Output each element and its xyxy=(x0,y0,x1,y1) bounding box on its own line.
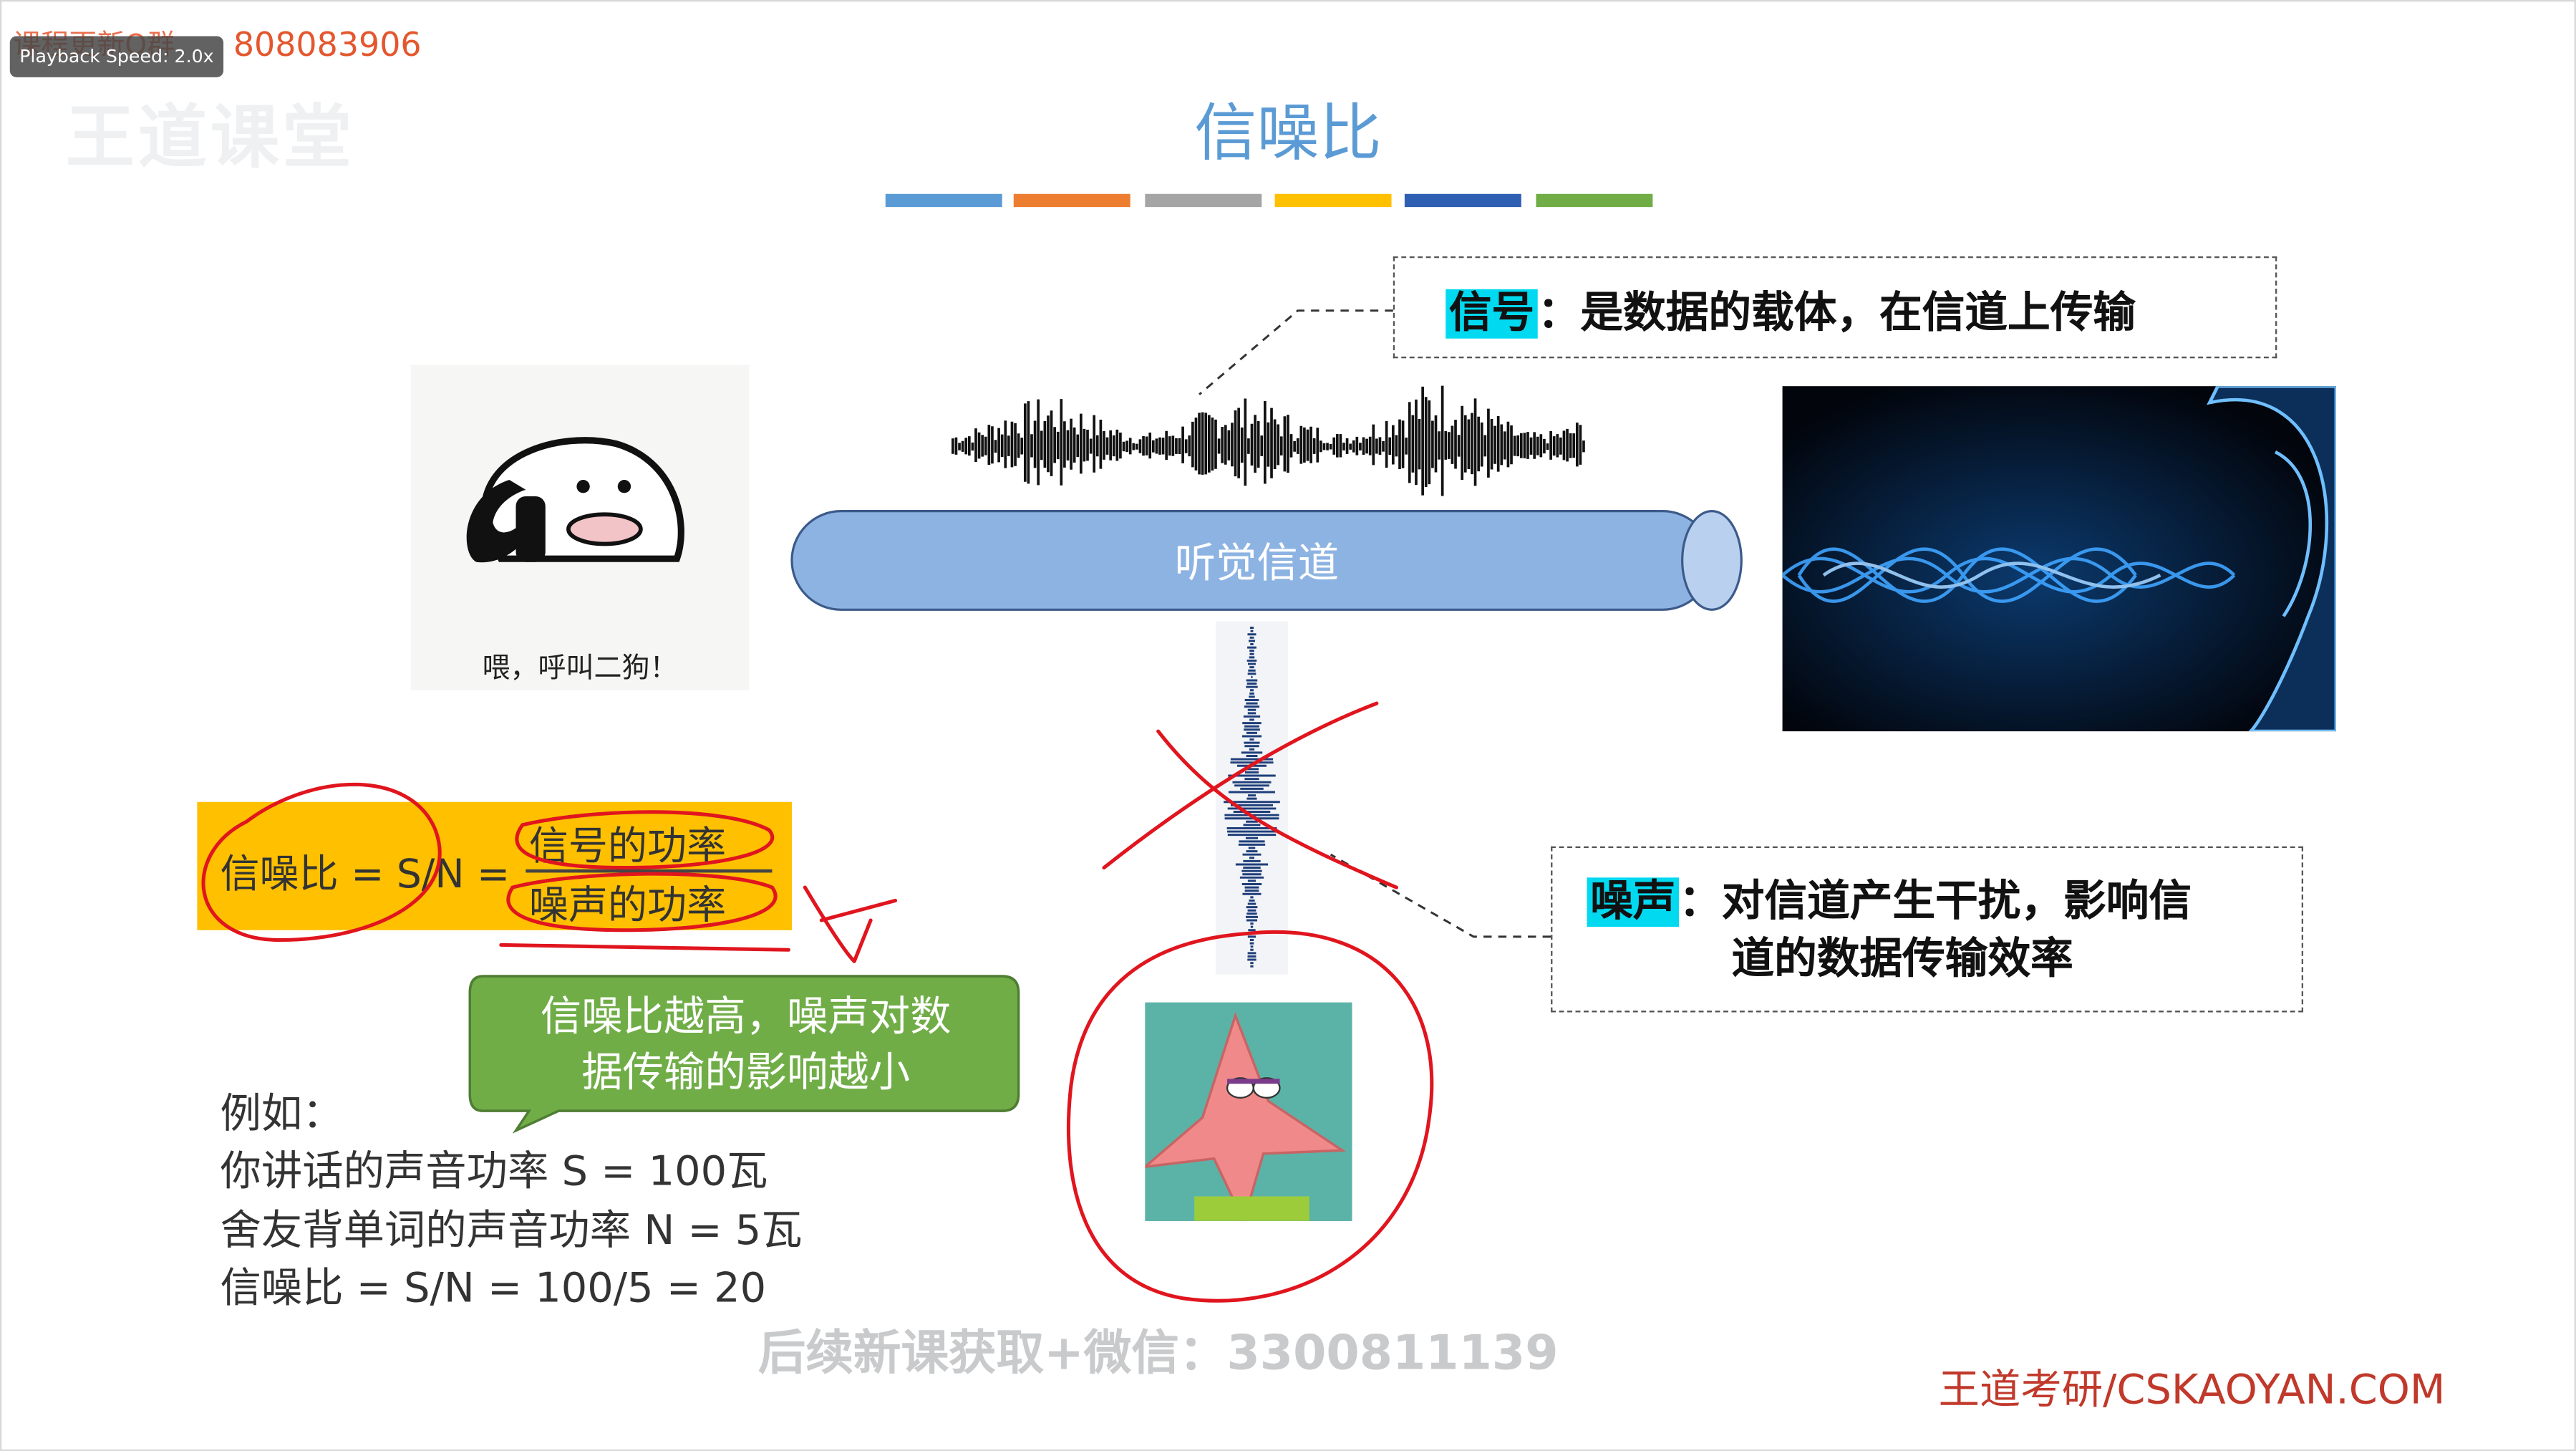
signal-waveform xyxy=(952,385,1585,496)
noise-desc-2: 道的数据传输效率 xyxy=(1731,935,2073,985)
color-bar-6 xyxy=(1536,193,1653,208)
color-bar-5 xyxy=(1404,193,1521,208)
color-bar-4 xyxy=(1274,193,1392,208)
example-line-3: 舍友背单词的声音功率 N = 5瓦 xyxy=(220,1206,803,1254)
signal-term: 信号 xyxy=(1446,289,1538,339)
formula-numerator: 信号的功率 xyxy=(528,823,727,869)
speech-bubble xyxy=(468,975,1020,1134)
signal-callout-box xyxy=(1393,256,2277,359)
speaker-caption: 喂，呼叫二狗！ xyxy=(482,652,678,685)
noise-definition: 噪声：对信道产生干扰，影响信 道的数据传输效率 xyxy=(1587,874,2192,990)
example-line-2: 你讲话的声音功率 S = 100瓦 xyxy=(220,1147,768,1195)
starfish-character-icon xyxy=(1145,1002,1352,1221)
channel-label: 听觉信道 xyxy=(1174,539,1340,587)
logo-watermark: 王道课堂 xyxy=(65,97,355,178)
top-overlay-number: 808083906 xyxy=(233,24,422,64)
bubble-line-1: 信噪比越高，噪声对数 xyxy=(540,992,952,1041)
ear-soundwave-image xyxy=(1782,386,2336,732)
noise-term: 噪声 xyxy=(1587,877,1680,927)
fraction-bar xyxy=(526,869,773,873)
slide-title: 信噪比 xyxy=(1194,97,1382,170)
channel-pipe xyxy=(790,510,1743,611)
formula-denominator: 噪声的功率 xyxy=(528,882,727,929)
formula-left: 信噪比 = S/N = xyxy=(220,851,510,897)
example-line-1: 例如： xyxy=(220,1089,344,1137)
color-bar-3 xyxy=(1145,193,1262,208)
phone-character-icon xyxy=(466,437,684,563)
speaker-illustration xyxy=(410,365,750,690)
signal-definition: 信号：是数据的载体，在信道上传输 xyxy=(1446,279,2136,340)
ear-icon xyxy=(1782,386,2336,732)
noise-desc-1: ：对信道产生干扰，影响信 xyxy=(1679,877,2192,927)
bubble-text: 信噪比越高，噪声对数据传输的影响越小 xyxy=(480,989,1012,1101)
color-bar-2 xyxy=(1013,193,1130,208)
playback-speed-badge: Playback Speed: 2.0x xyxy=(9,36,224,77)
bubble-line-2: 据传输的影响越小 xyxy=(581,1048,911,1096)
patrick-illustration xyxy=(1145,1002,1352,1221)
brand-footer: 王道考研/CSKAOYAN.COM xyxy=(1938,1365,2446,1414)
color-bar-1 xyxy=(885,193,1002,208)
example-line-4: 信噪比 = S/N = 100/5 = 20 xyxy=(220,1263,767,1312)
wechat-watermark: 后续新课获取+微信：3300811139 xyxy=(757,1324,1559,1381)
noise-callout-box xyxy=(1551,846,2304,1013)
signal-desc: ：是数据的载体，在信道上传输 xyxy=(1537,289,2136,339)
